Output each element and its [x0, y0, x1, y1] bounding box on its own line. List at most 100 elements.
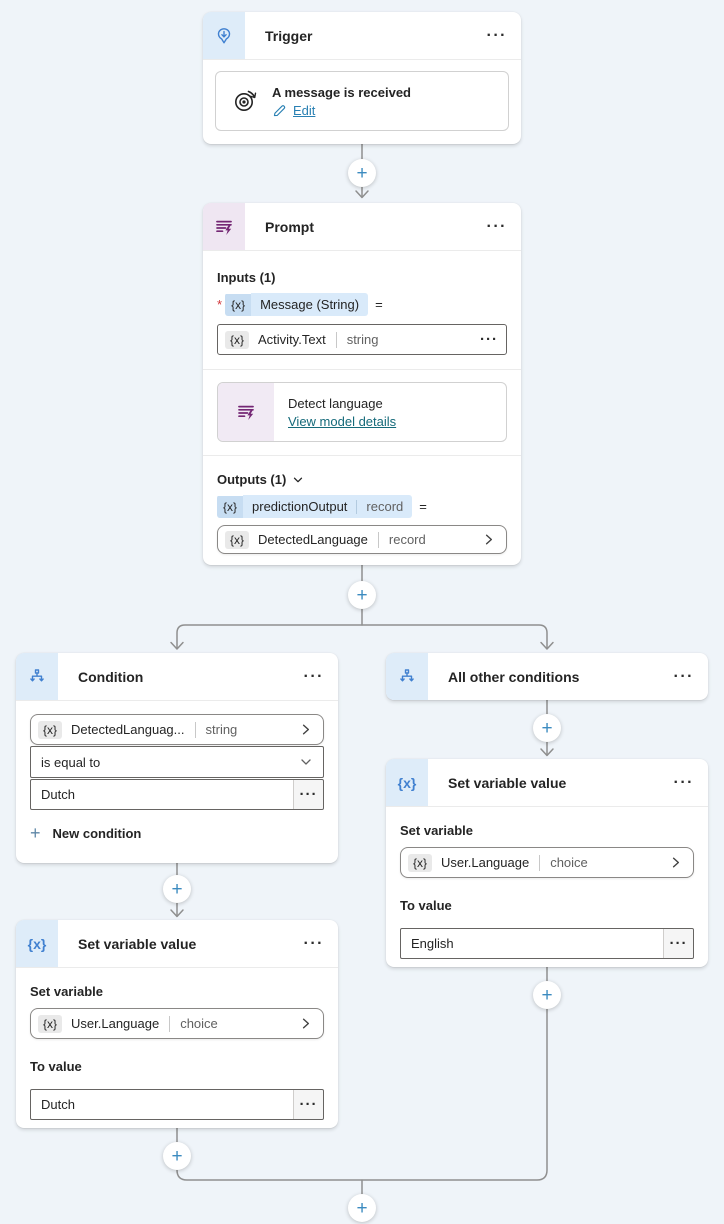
- variable-badge-icon: {x}: [225, 530, 250, 549]
- prompt-output-type: record: [366, 499, 404, 514]
- set-variable-left-variable-type: choice: [180, 1016, 218, 1031]
- set-variable-left-value-more-icon[interactable]: ···: [293, 1090, 323, 1119]
- condition-node[interactable]: Condition ··· {x} DetectedLanguag... str…: [16, 653, 338, 863]
- prompt-node-title: Prompt: [265, 218, 314, 235]
- prompt-input-type: string: [346, 332, 379, 347]
- condition-operand-type: string: [205, 722, 238, 737]
- set-variable-right-value-more-icon[interactable]: ···: [663, 929, 693, 958]
- set-variable-left-more-menu-icon[interactable]: ···: [303, 934, 324, 952]
- set-variable-right-value-field[interactable]: English ···: [400, 928, 694, 959]
- condition-node-header: Condition ···: [16, 653, 338, 701]
- prompt-input-value-field[interactable]: {x} Activity.Text string ···: [217, 324, 507, 355]
- field-divider: [169, 1015, 171, 1032]
- add-node-button-after-condition[interactable]: +: [163, 875, 191, 903]
- set-variable-left-value-field[interactable]: Dutch ···: [30, 1089, 324, 1120]
- plus-icon: +: [30, 823, 41, 843]
- set-variable-right-header: {x} Set variable value ···: [386, 759, 708, 807]
- condition-operator-dropdown[interactable]: is equal to: [30, 746, 324, 778]
- prompt-output-token[interactable]: {x} predictionOutput record =: [217, 495, 507, 518]
- set-variable-node-right[interactable]: {x} Set variable value ··· Set variable …: [386, 759, 708, 967]
- prompt-output-value-field[interactable]: {x} DetectedLanguage record: [217, 525, 507, 554]
- prompt-inputs-label: Inputs (1): [217, 270, 276, 285]
- set-variable-right-variable-field[interactable]: {x} User.Language choice: [400, 847, 694, 878]
- variable-badge-icon: {x}: [225, 330, 250, 349]
- condition-operand: DetectedLanguag...: [71, 722, 185, 737]
- add-node-button-after-trigger[interactable]: +: [348, 159, 376, 187]
- prompt-node-header: Prompt ···: [203, 203, 521, 251]
- field-divider: [194, 721, 196, 738]
- model-name: Detect language: [288, 395, 383, 411]
- prompt-input-token[interactable]: * {x} Message (String) =: [217, 293, 507, 316]
- set-variable-label: Set variable: [30, 984, 103, 999]
- field-divider: [539, 854, 541, 871]
- set-variable-left-header: {x} Set variable value ···: [16, 920, 338, 968]
- trigger-event-label: A message is received: [272, 84, 411, 100]
- variable-icon: {x}: [386, 759, 428, 806]
- condition-node-title: Condition: [78, 668, 144, 685]
- set-variable-right-variable: User.Language: [441, 855, 530, 870]
- all-other-conditions-title: All other conditions: [448, 668, 580, 685]
- to-value-label: To value: [400, 898, 452, 913]
- prompt-more-menu-icon[interactable]: ···: [486, 217, 507, 235]
- add-node-button-after-all-other-conditions[interactable]: +: [533, 714, 561, 742]
- equals-sign: =: [419, 499, 427, 514]
- chevron-down-icon: [298, 754, 314, 770]
- add-node-button-after-set-variable-right[interactable]: +: [533, 981, 561, 1009]
- set-variable-left-value: Dutch: [41, 1097, 75, 1112]
- set-variable-node-left[interactable]: {x} Set variable value ··· Set variable …: [16, 920, 338, 1128]
- condition-value-field[interactable]: Dutch ···: [30, 779, 324, 810]
- condition-branch-icon: [16, 653, 58, 700]
- condition-operand-field[interactable]: {x} DetectedLanguag... string: [30, 714, 324, 745]
- variable-icon: {x}: [16, 920, 58, 967]
- trigger-node[interactable]: Trigger ··· A message is received: [203, 12, 521, 144]
- set-variable-left-variable: User.Language: [71, 1016, 160, 1031]
- chevron-right-icon: [297, 721, 314, 738]
- add-node-button-after-prompt[interactable]: +: [348, 581, 376, 609]
- prompt-input-more-icon[interactable]: ···: [480, 331, 498, 348]
- variable-badge-icon: {x}: [408, 853, 433, 872]
- chevron-right-icon: [667, 854, 684, 871]
- all-other-conditions-more-menu-icon[interactable]: ···: [673, 667, 694, 685]
- field-divider: [335, 331, 337, 348]
- view-model-details-link[interactable]: View model details: [288, 413, 397, 429]
- trigger-icon: [203, 12, 245, 59]
- pencil-icon: [272, 103, 287, 118]
- set-variable-right-value: English: [411, 936, 454, 951]
- trigger-more-menu-icon[interactable]: ···: [486, 26, 507, 44]
- equals-sign: =: [375, 297, 383, 312]
- add-node-button-after-set-variable-left[interactable]: +: [163, 1142, 191, 1170]
- all-other-conditions-node[interactable]: All other conditions ···: [386, 653, 708, 700]
- set-variable-label: Set variable: [400, 823, 473, 838]
- new-condition-label: New condition: [52, 825, 142, 841]
- variable-badge-icon: {x}: [38, 720, 63, 739]
- condition-value-more-icon[interactable]: ···: [293, 780, 323, 809]
- token-divider: [356, 499, 358, 514]
- set-variable-left-title: Set variable value: [78, 935, 197, 952]
- new-condition-button[interactable]: + New condition: [30, 824, 324, 842]
- condition-operator-value: is equal to: [41, 754, 101, 770]
- chevron-right-icon: [480, 531, 497, 548]
- prompt-output-value: DetectedLanguage: [258, 532, 368, 547]
- set-variable-right-title: Set variable value: [448, 774, 567, 791]
- set-variable-left-variable-field[interactable]: {x} User.Language choice: [30, 1008, 324, 1039]
- to-value-label: To value: [30, 1059, 82, 1074]
- field-divider: [377, 531, 379, 548]
- trigger-node-header: Trigger ···: [203, 12, 521, 60]
- model-card[interactable]: Detect language View model details: [217, 382, 507, 442]
- set-variable-right-more-menu-icon[interactable]: ···: [673, 773, 694, 791]
- condition-branch-icon: [386, 653, 428, 700]
- prompt-node[interactable]: Prompt ··· Inputs (1) * {x} Message (Str…: [203, 203, 521, 565]
- section-divider: [203, 369, 521, 370]
- variable-badge-icon: {x}: [217, 495, 244, 518]
- chevron-down-icon[interactable]: [292, 474, 304, 486]
- trigger-edit-link[interactable]: Edit: [293, 102, 316, 118]
- variable-badge-icon: {x}: [225, 293, 252, 316]
- prompt-input-name: Message (String): [260, 297, 360, 312]
- add-node-button-after-merge[interactable]: +: [348, 1194, 376, 1222]
- trigger-event-card[interactable]: A message is received Edit: [215, 71, 509, 131]
- condition-value: Dutch: [41, 787, 75, 802]
- condition-more-menu-icon[interactable]: ···: [303, 667, 324, 685]
- detect-language-icon: [218, 383, 274, 441]
